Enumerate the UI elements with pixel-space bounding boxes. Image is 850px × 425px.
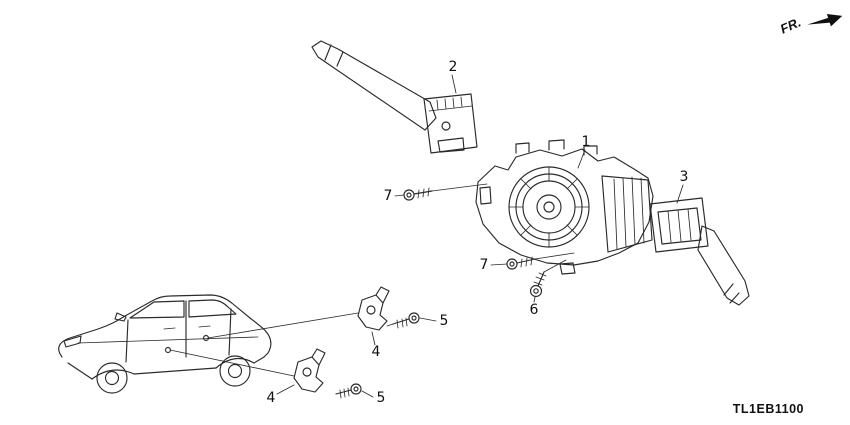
callout-5-upper[interactable]: 5 xyxy=(439,313,449,329)
screw-5-upper xyxy=(386,312,437,329)
callout-7-upper[interactable]: 7 xyxy=(383,188,393,204)
callout-leader-lines xyxy=(276,74,684,395)
screw-6 xyxy=(529,259,567,303)
part-4-door-switch-lower xyxy=(293,348,326,393)
callout-4-upper[interactable]: 4 xyxy=(371,344,381,360)
callout-3[interactable]: 3 xyxy=(679,169,689,185)
fr-arrow-icon xyxy=(807,14,843,27)
part-2-stalk-switch xyxy=(311,40,478,154)
part-1-switch-body xyxy=(475,139,654,275)
callout-1[interactable]: 1 xyxy=(581,134,591,150)
screw-7-lower xyxy=(490,252,575,270)
screw-5-lower xyxy=(335,383,374,399)
callout-4-lower[interactable]: 4 xyxy=(266,390,276,406)
callout-5-lower[interactable]: 5 xyxy=(376,390,386,406)
diagram-code: TL1EB1100 xyxy=(732,402,804,416)
part-3-stalk-switch xyxy=(649,197,750,306)
callout-6[interactable]: 6 xyxy=(529,302,539,318)
callout-2[interactable]: 2 xyxy=(448,59,458,75)
screw-7-upper xyxy=(394,183,488,201)
callout-7-lower[interactable]: 7 xyxy=(479,257,489,273)
vehicle-outline xyxy=(58,294,359,394)
part-4-door-switch-upper xyxy=(357,286,390,331)
